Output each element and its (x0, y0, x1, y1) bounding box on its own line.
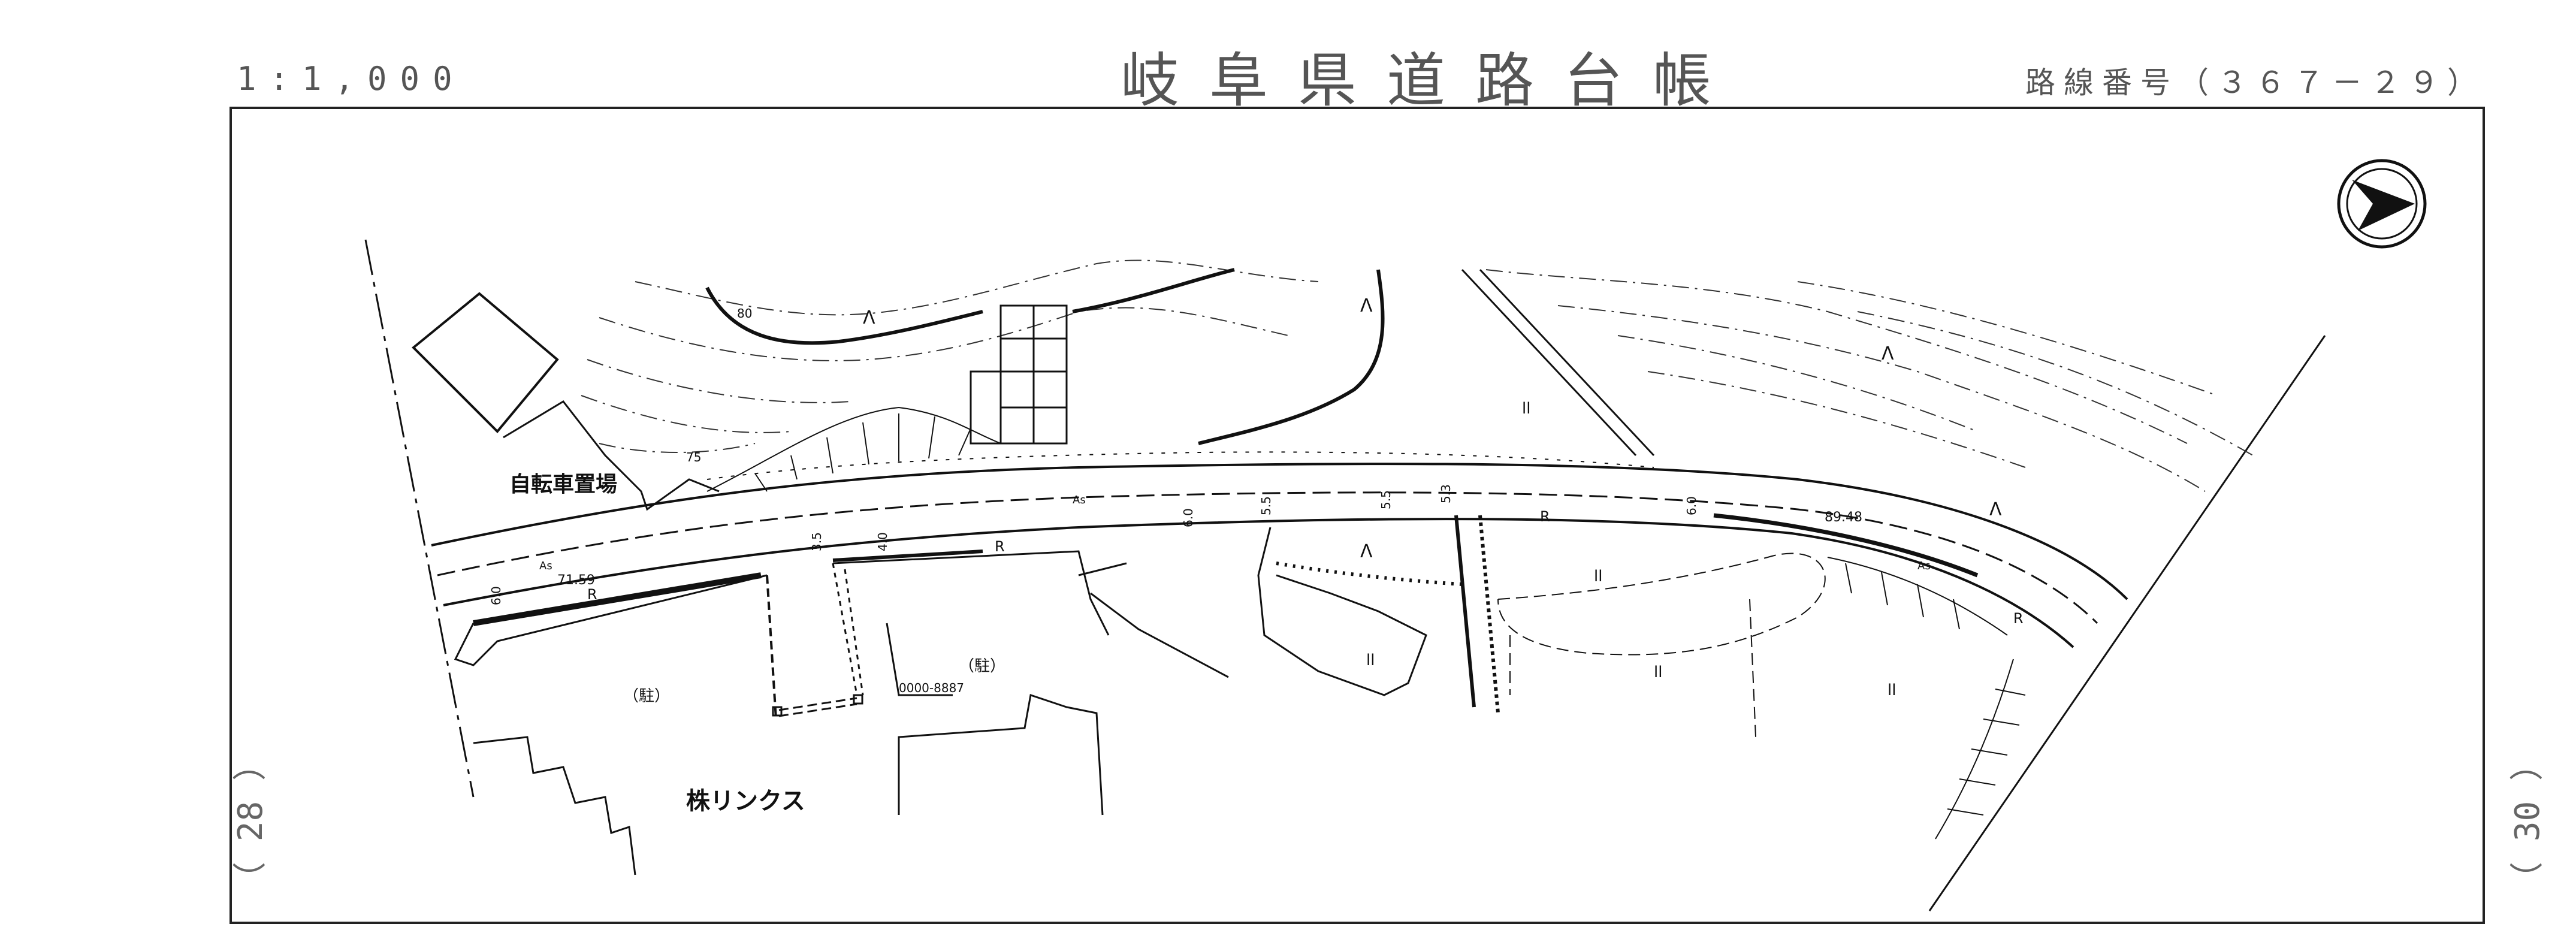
label-forest-1: Λ (863, 307, 875, 328)
parking-block-middle (832, 550, 1229, 696)
route-number: 路線番号（３６７－２９） (2025, 65, 2486, 100)
label-forest-4: Λ (1360, 541, 1373, 562)
label-width-4: 5.5 (1259, 496, 1273, 515)
label-field-3: ll (1654, 663, 1662, 681)
north-arrow-icon (2337, 159, 2427, 249)
label-width-5: 5.5 (1379, 490, 1393, 509)
label-field-5: ll (1366, 651, 1375, 669)
label-mark-r-1: R (587, 586, 597, 603)
label-width-7: 6.0 (1684, 496, 1699, 515)
main-road (431, 451, 2128, 648)
parking-block-left (454, 574, 863, 720)
label-parking-right: （駐） (959, 657, 1005, 675)
label-surface-as-3: As (1917, 560, 1931, 572)
label-bicycle-parking: 自転車置場 (509, 472, 617, 497)
bicycle-parking-outline (503, 400, 720, 511)
side-road-top (1461, 268, 1655, 457)
slope-hatching-right (1827, 557, 2026, 840)
grid-structure (970, 304, 1068, 445)
label-mark-r-2: R (995, 538, 1005, 555)
label-mark-r-4: R (2013, 610, 2024, 627)
label-parcel-number: 0000-8887 (899, 681, 964, 695)
label-mark-r-3: R (1540, 508, 1550, 525)
map-scale: 1:1,000 (237, 60, 466, 98)
label-forest-2: Λ (1360, 295, 1373, 316)
label-field-2: ll (1594, 567, 1602, 585)
label-width-8: 3.5 (810, 532, 824, 551)
label-width-3: 4.0 (875, 532, 890, 551)
label-surface-as-2: As (1073, 494, 1086, 506)
label-parking-left: （駐） (623, 687, 670, 705)
label-width-6: 5.3 (1439, 484, 1453, 503)
page-title: 岐阜県道路台帳 (1121, 47, 1742, 115)
label-width-1: 6.0 (489, 586, 503, 605)
label-elevation-1: 71.59 (557, 573, 595, 588)
map-frame (229, 107, 2485, 924)
ridge-lines (705, 268, 1385, 445)
label-forest-5: Λ (1989, 499, 2002, 520)
company-building (473, 694, 1104, 875)
section-boundary-left (364, 239, 475, 798)
label-contour-75: 75 (686, 450, 701, 464)
building-top-left (412, 292, 559, 433)
label-field-4: ll (1888, 681, 1896, 699)
contour-lines (581, 259, 2254, 492)
label-contour-80: 80 (737, 306, 752, 321)
section-boundary-right (1928, 335, 2326, 911)
label-width-2: 6.0 (1181, 508, 1195, 527)
middle-slope-area (1257, 515, 1500, 714)
label-company: 株リンクス (686, 787, 805, 815)
label-surface-as-1: As (539, 560, 552, 572)
right-field-boundary (1497, 552, 1826, 738)
label-elevation-2: 89.48 (1825, 510, 1862, 525)
label-forest-3: Λ (1882, 343, 1894, 364)
label-field-1: ll (1522, 400, 1530, 418)
